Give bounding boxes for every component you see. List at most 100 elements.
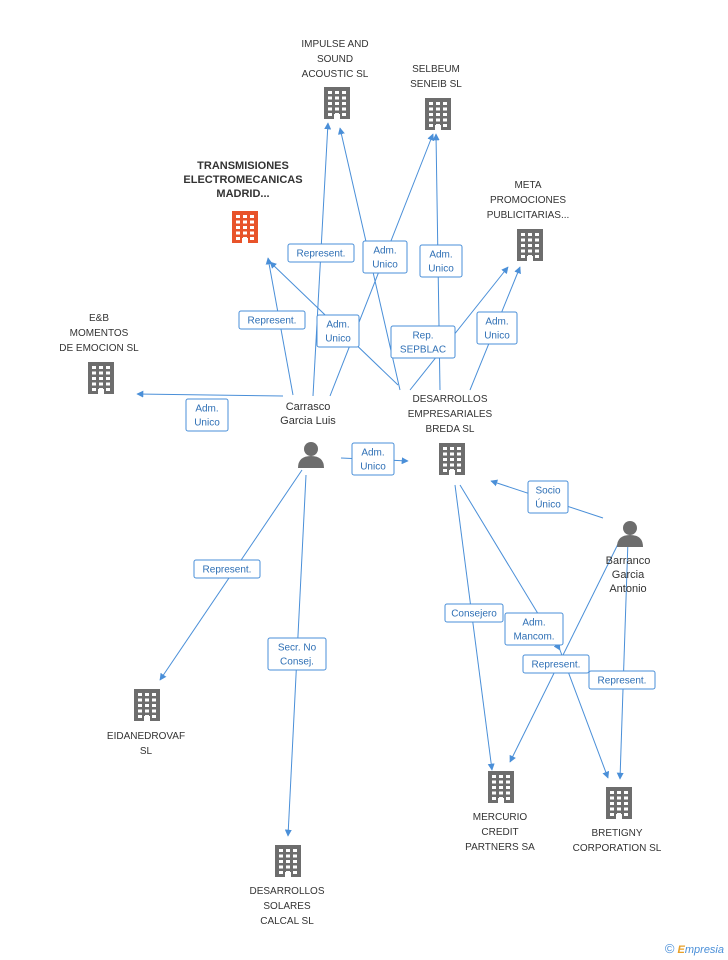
node-label-line: PROMOCIONES	[490, 195, 566, 206]
building-icon[interactable]	[275, 845, 301, 877]
building-icon[interactable]	[517, 229, 543, 261]
node-meta[interactable]: METAPROMOCIONESPUBLICITARIAS...	[487, 180, 570, 261]
node-label-line: MOMENTOS	[70, 328, 129, 339]
relation-text: Adm.	[522, 618, 545, 629]
building-icon[interactable]	[606, 787, 632, 819]
relation-text: Consejero	[451, 609, 497, 620]
node-mercurio[interactable]: MERCURIO CREDIT PARTNERS SA	[465, 771, 535, 853]
node-transmisiones[interactable]: TRANSMISIONESELECTROMECANICASMADRID...	[183, 160, 303, 243]
relation-text: Represent.	[532, 660, 581, 671]
relation-text: Unico	[325, 334, 351, 345]
node-label-line: DESARROLLOS	[412, 394, 487, 405]
relation-label[interactable]: Represent.	[287, 243, 355, 263]
person-icon[interactable]	[617, 521, 643, 547]
relation-text: Represent.	[248, 316, 297, 327]
relation-label[interactable]: Adm. Unico	[419, 244, 463, 278]
relation-label[interactable]: Represent.	[238, 310, 306, 330]
relation-label[interactable]: Adm. Unico	[316, 314, 360, 348]
node-label-line: MERCURIO	[473, 812, 528, 823]
relation-label[interactable]: Adm.Unico	[362, 240, 408, 274]
node-label-line: IMPULSE AND	[301, 39, 368, 50]
relation-text: Adm.	[195, 404, 218, 415]
edge-9	[409, 266, 509, 391]
edges	[136, 122, 629, 837]
relation-label[interactable]: Consejero	[444, 603, 504, 623]
node-label-line: SOUND	[317, 54, 353, 65]
relation-text: Adm.	[485, 317, 508, 328]
relation-text: Adm.	[361, 448, 384, 459]
node-label-line: Carrasco	[286, 401, 331, 413]
relation-label[interactable]: Adm. Unico	[185, 398, 229, 432]
relation-text: Secr. No	[278, 643, 317, 654]
node-label-line: PUBLICITARIAS...	[487, 210, 570, 221]
node-label-line: MADRID...	[216, 188, 269, 200]
building-icon[interactable]	[425, 98, 451, 130]
relation-text: Unico	[428, 264, 454, 275]
node-label-line: PARTNERS SA	[465, 842, 535, 853]
node-label-line: ELECTROMECANICAS	[183, 174, 302, 186]
building-icon[interactable]	[324, 87, 350, 119]
relation-text: SEPBLAC	[400, 345, 446, 356]
relation-text: Adm.	[326, 320, 349, 331]
node-label-line: SENEIB SL	[410, 79, 462, 90]
empresia-brand[interactable]: © Empresia	[665, 941, 724, 956]
node-label-line: Antonio	[609, 583, 646, 595]
node-label-line: E&B	[89, 313, 109, 324]
relation-text: Unico	[194, 418, 220, 429]
relation-label[interactable]: Represent.	[588, 670, 656, 690]
node-bretigny[interactable]: BRETIGNY CORPORATION SL	[573, 787, 662, 854]
node-impulse[interactable]: IMPULSE AND SOUND ACOUSTIC SL	[301, 39, 369, 119]
edge-17	[616, 539, 629, 780]
relation-label[interactable]: Represent.	[522, 654, 590, 674]
relation-label[interactable]: Represent.	[193, 559, 261, 579]
node-label-line: BRETIGNY	[591, 828, 642, 839]
relation-label[interactable]: Secr. No Consej.	[267, 637, 327, 671]
edge-3	[136, 390, 284, 398]
node-label-line: SL	[140, 746, 153, 757]
relation-text: Unico	[360, 462, 386, 473]
node-calcal[interactable]: DESARROLLOS SOLARES CALCAL SL	[249, 845, 325, 927]
person-icon[interactable]	[298, 442, 324, 468]
relation-label[interactable]: Rep. SEPBLAC	[390, 325, 456, 359]
relation-text: Represent.	[203, 565, 252, 576]
relation-text: Adm.	[429, 250, 452, 261]
building-icon[interactable]	[88, 362, 114, 394]
node-eb[interactable]: E&B MOMENTOS DE EMOCION SL	[59, 313, 139, 394]
relation-text: Socio	[535, 486, 560, 497]
relation-text: Unico	[372, 260, 398, 271]
relation-text: Consej.	[280, 657, 314, 668]
node-eidane[interactable]: EIDANEDROVAF SL	[107, 689, 185, 757]
node-label-line: EMPRESARIALES	[408, 409, 493, 420]
node-label-line: DE EMOCION SL	[59, 343, 139, 354]
node-label-line: Garcia Luis	[280, 415, 336, 427]
relation-labels: Represent.Adm.UnicoAdm.UnicoRepresent.Ad…	[185, 240, 656, 690]
building-focus-icon[interactable]	[232, 211, 258, 243]
node-label-line: ACOUSTIC SL	[302, 69, 369, 80]
node-label-line: CREDIT	[481, 827, 518, 838]
brand-e-icon: E	[677, 944, 685, 956]
brand-name: mpresia	[684, 944, 724, 956]
node-label-line: CORPORATION SL	[573, 843, 662, 854]
building-icon[interactable]	[439, 443, 465, 475]
building-icon[interactable]	[488, 771, 514, 803]
relation-text: Único	[535, 498, 561, 511]
copyright-icon: ©	[664, 941, 675, 956]
node-label-line: EIDANEDROVAF	[107, 731, 185, 742]
nodes: TRANSMISIONESELECTROMECANICASMADRID...IM…	[59, 39, 662, 927]
edge-16	[509, 539, 621, 763]
relation-label[interactable]: Adm.Mancom.	[504, 612, 564, 646]
relation-text: Unico	[484, 331, 510, 342]
relation-label[interactable]: Adm. Unico	[476, 311, 518, 345]
building-icon[interactable]	[134, 689, 160, 721]
relation-label[interactable]: Adm. Unico	[351, 442, 395, 476]
node-label-line: SOLARES	[263, 901, 311, 912]
node-label-line: DESARROLLOS	[249, 886, 324, 897]
node-label-line: CALCAL SL	[260, 916, 314, 927]
relation-text: Rep.	[412, 331, 433, 342]
